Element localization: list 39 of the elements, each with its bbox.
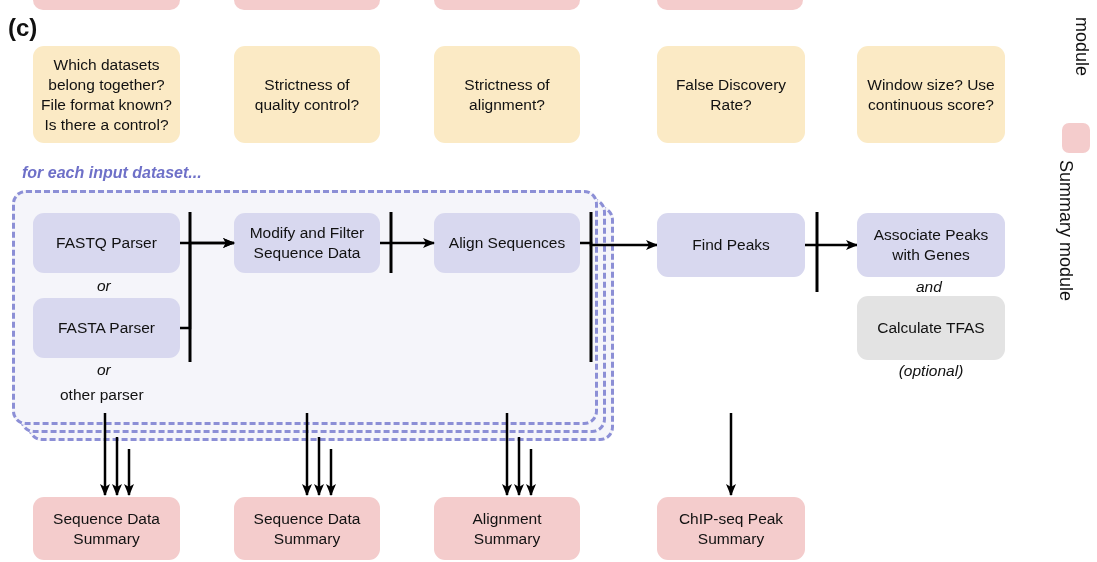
connector-word: or bbox=[97, 361, 111, 379]
note: (optional) bbox=[898, 362, 964, 380]
optional-process-box: Calculate TFAS bbox=[857, 296, 1005, 360]
arrow bbox=[514, 437, 524, 496]
legend-text: Summary module bbox=[1055, 160, 1076, 302]
arrow bbox=[580, 240, 658, 250]
arrow bbox=[100, 413, 110, 496]
process-box: Find Peaks bbox=[657, 213, 805, 277]
connector-word: or bbox=[97, 277, 111, 295]
process-box: Modify and Filter Sequence Data bbox=[234, 213, 380, 273]
process-box: FASTA Parser bbox=[33, 298, 180, 358]
connector-word: and bbox=[916, 278, 942, 296]
arrow bbox=[726, 413, 736, 496]
question-box: Strictness of quality control? bbox=[234, 46, 380, 143]
arrow bbox=[502, 413, 512, 496]
arrow bbox=[326, 449, 336, 496]
arrow bbox=[314, 437, 324, 496]
group-heading: for each input dataset... bbox=[22, 164, 202, 182]
arrow bbox=[124, 449, 134, 496]
summary-box: Sequence Data Summary bbox=[234, 497, 380, 560]
parser-option: other parser bbox=[60, 386, 144, 404]
summary-box: Alignment Summary bbox=[434, 497, 580, 560]
arrow bbox=[380, 238, 435, 248]
question-box: Which datasets belong together? File format known? Is there a control? bbox=[33, 46, 180, 143]
arrow bbox=[180, 238, 235, 330]
summary-box: Sequence Data Summary bbox=[33, 497, 180, 560]
arrow bbox=[805, 240, 858, 250]
question-box: False Discovery Rate? bbox=[657, 46, 805, 143]
arrow bbox=[302, 413, 312, 496]
arrow bbox=[526, 449, 536, 496]
summary-box: ChIP-seq Peak Summary bbox=[657, 497, 805, 560]
process-box: Associate Peaks with Genes bbox=[857, 213, 1005, 277]
process-box: Align Sequences bbox=[434, 213, 580, 273]
arrow bbox=[112, 437, 122, 496]
process-box: FASTQ Parser bbox=[33, 213, 180, 273]
legend-text: module bbox=[1071, 17, 1092, 76]
question-box: Window size? Use continuous score? bbox=[857, 46, 1005, 143]
panel-label: (c) bbox=[8, 14, 38, 42]
question-box: Strictness of alignment? bbox=[434, 46, 580, 143]
